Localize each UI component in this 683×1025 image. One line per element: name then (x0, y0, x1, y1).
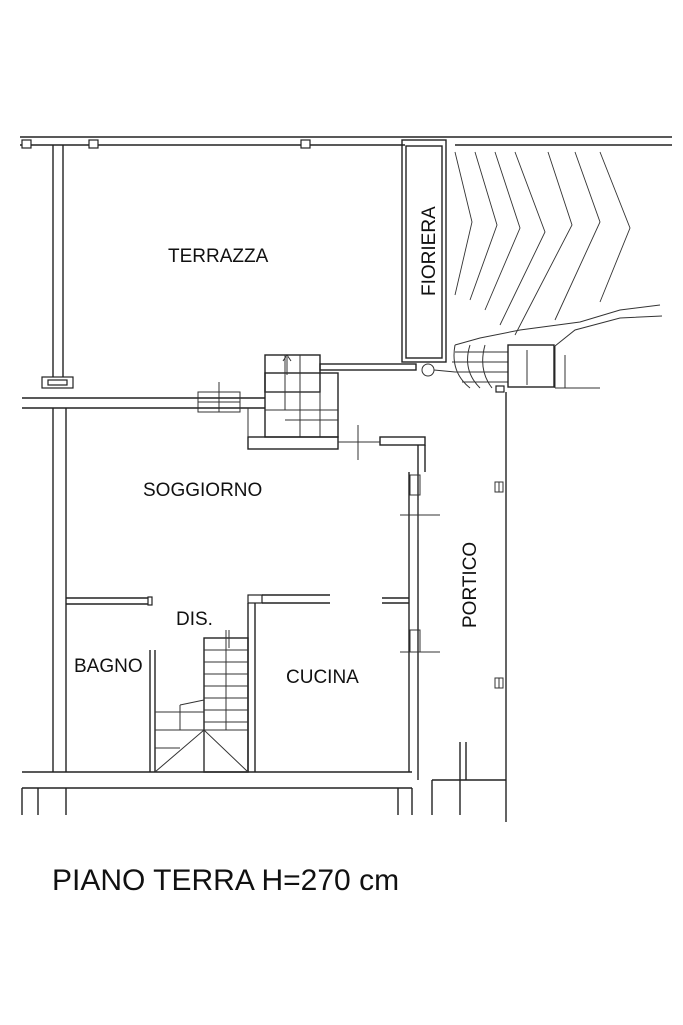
planter (401, 139, 447, 363)
room-label-fioriera: FIORIERA (419, 206, 440, 296)
interior-walls (21, 408, 440, 815)
room-label-portico: PORTICO (460, 542, 481, 628)
room-label-cucina: CUCINA (286, 667, 359, 688)
ramp-hatching (454, 151, 663, 389)
portico-structure (431, 392, 507, 822)
room-label-dis: DIS. (176, 609, 213, 630)
central-stair (247, 354, 339, 450)
interior-stair (154, 630, 249, 773)
room-label-bagno: BAGNO (74, 656, 143, 677)
room-label-terrazza: TERRAZZA (168, 246, 269, 267)
plan-title: PIANO TERRA H=270 cm (52, 864, 399, 897)
upper-wall-segment (22, 363, 417, 413)
room-label-soggiorno: SOGGIORNO (143, 480, 262, 501)
exterior-stair (421, 344, 555, 393)
terrace-structure (20, 136, 672, 389)
